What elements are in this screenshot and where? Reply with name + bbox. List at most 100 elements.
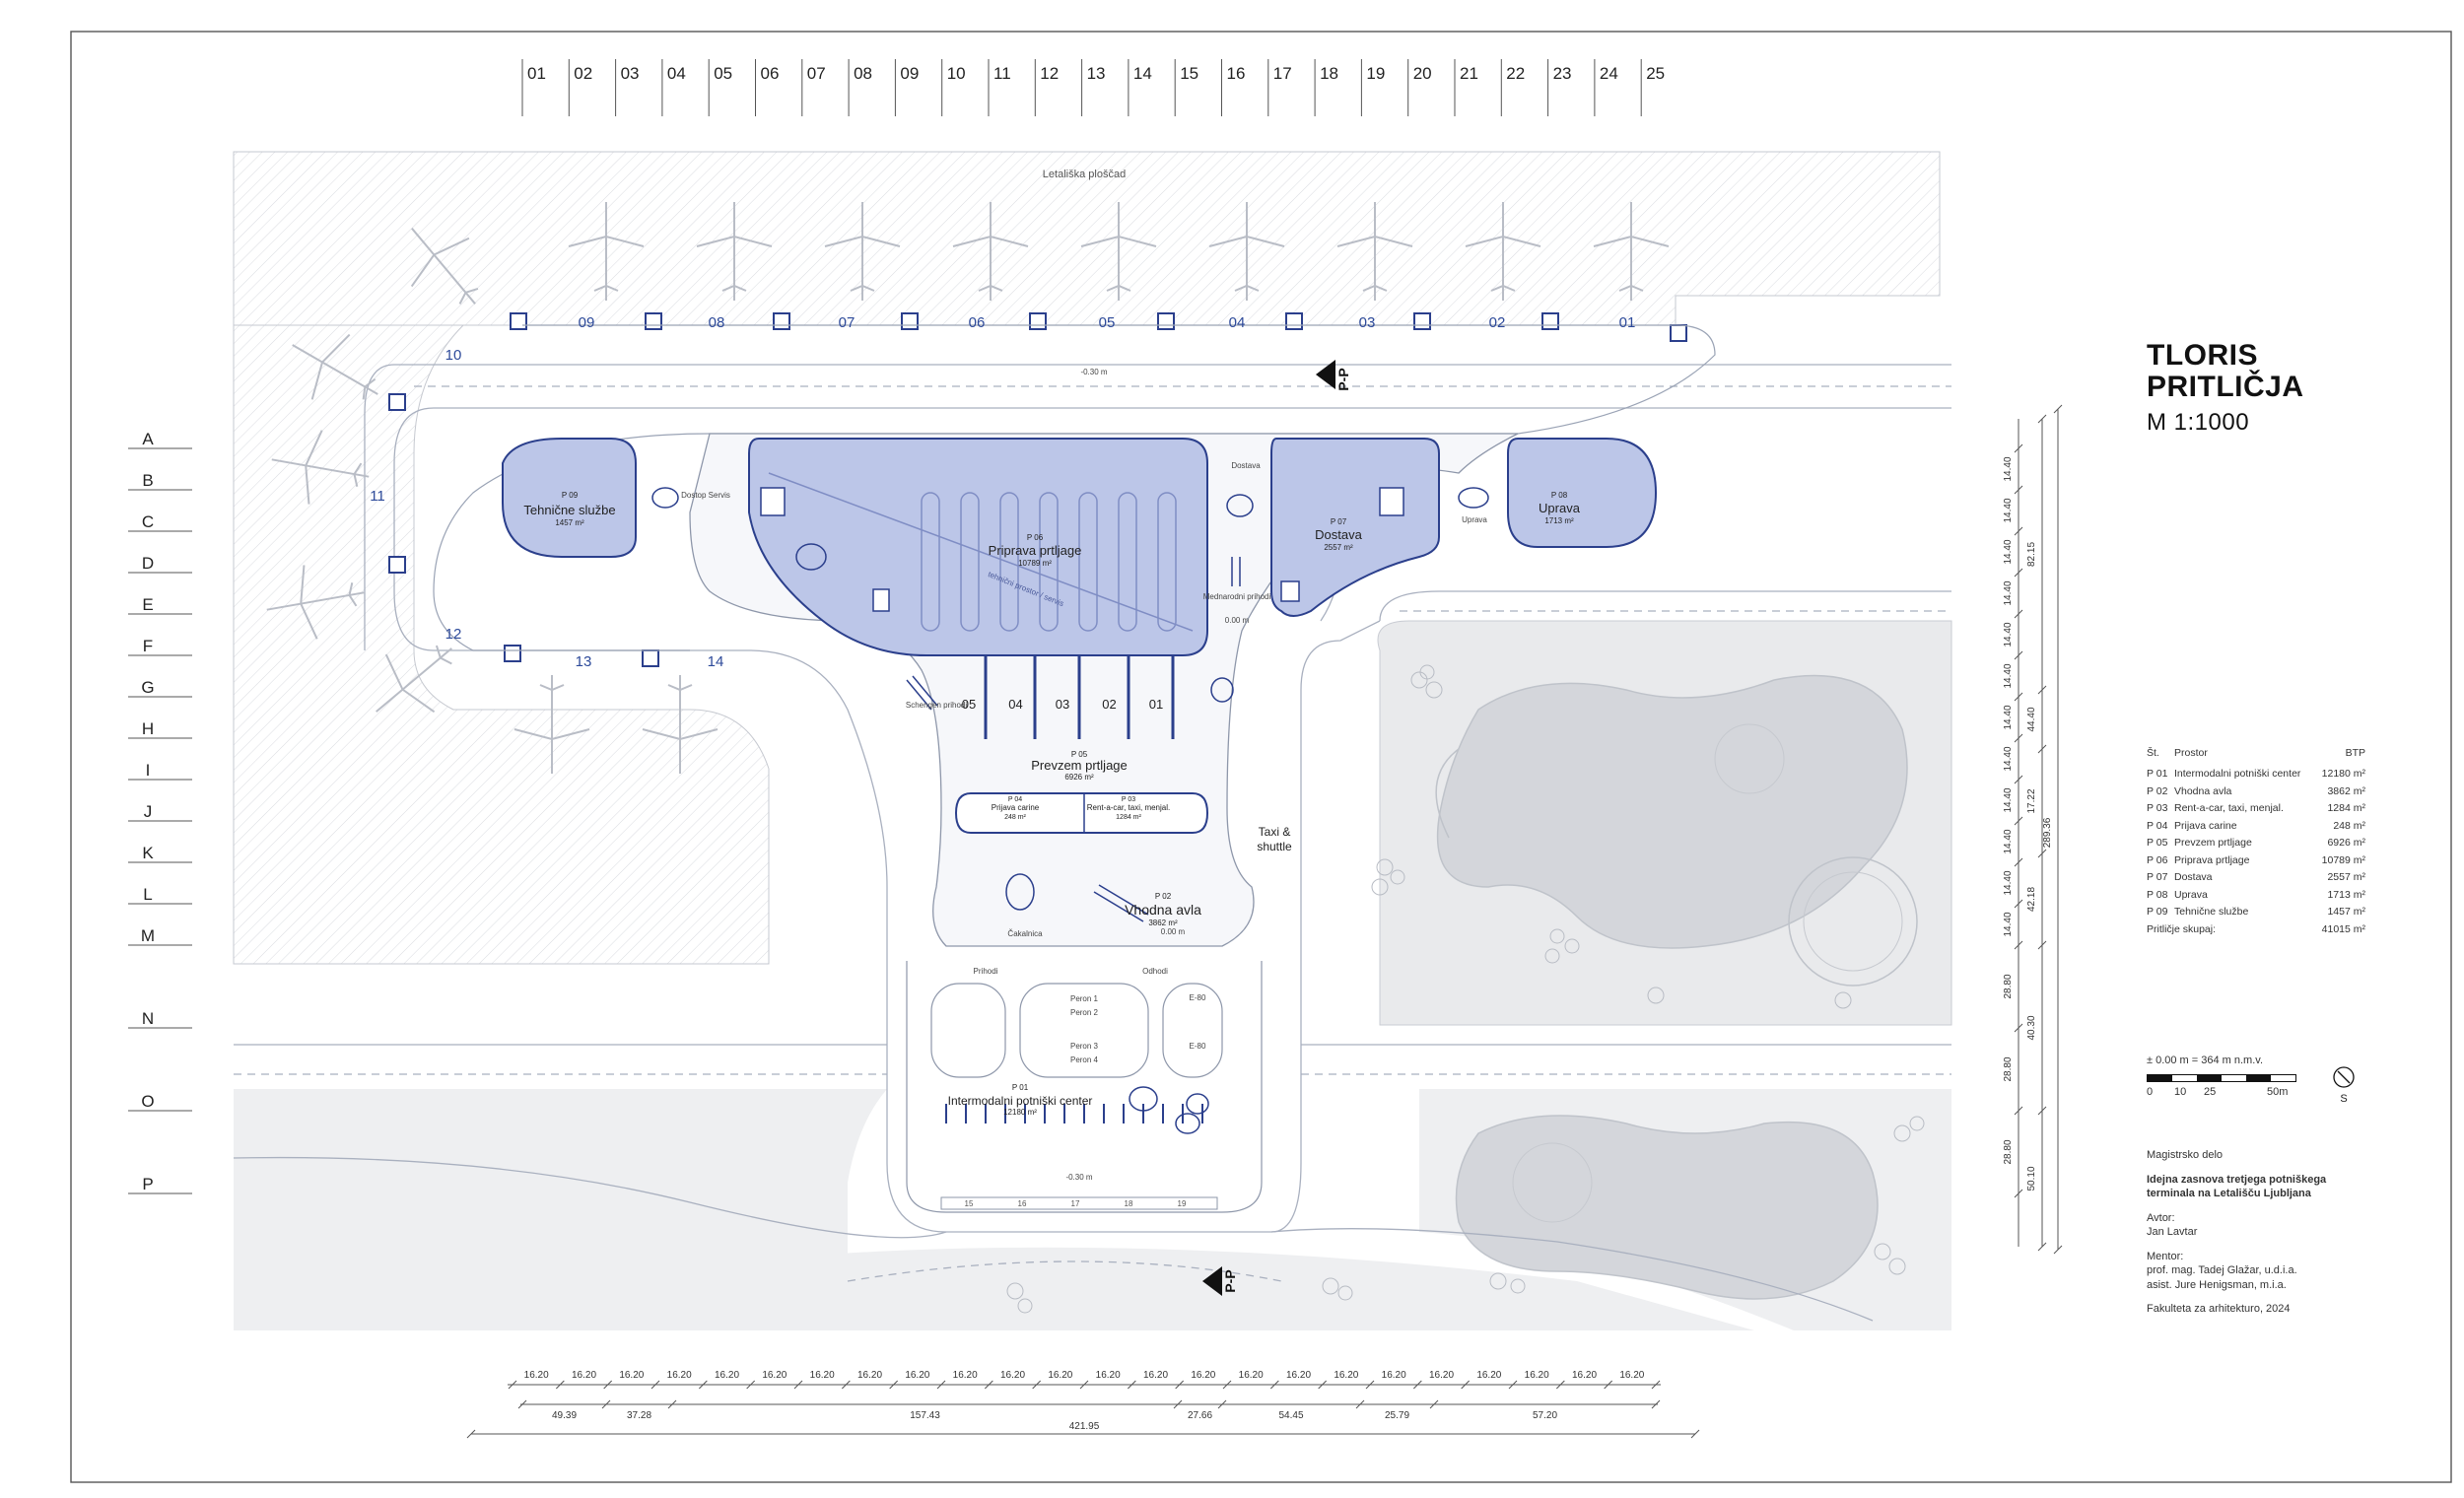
grid-row-label: F	[143, 637, 153, 655]
gate-label: 03	[1359, 314, 1376, 331]
dim-module: 14.40	[2003, 705, 2014, 729]
zone-p07-code: P 07	[1331, 517, 1347, 526]
dim-module: 16.20	[953, 1370, 978, 1381]
stair-core-icon-p07	[1379, 487, 1404, 516]
grid-column-label: 20	[1413, 64, 1432, 83]
grid-column-label: 14	[1133, 64, 1152, 83]
label-peron-2: Peron 2	[1070, 1008, 1099, 1017]
label-elev-3: 0.00 m	[1161, 927, 1186, 936]
claim-belt-label: 05	[962, 697, 976, 712]
dim-module: 28.80	[2003, 974, 2014, 998]
dim-module: 16.20	[1191, 1370, 1215, 1381]
grid-column-label: 23	[1553, 64, 1572, 83]
legend-total-value: 41015 m²	[2321, 922, 2365, 935]
grid-column-label: 01	[527, 64, 546, 83]
gate-label: 08	[709, 314, 725, 331]
dim-module: 16.20	[905, 1370, 929, 1381]
zone-p05-area: 6926 m²	[1064, 773, 1094, 782]
dim-group: 50.10	[2026, 1166, 2037, 1191]
grid-column-label: 13	[1087, 64, 1106, 83]
label-dostop-servis: Dostop Servis	[681, 491, 730, 500]
grid-row-label: K	[142, 844, 154, 862]
scale-tick: 50m	[2267, 1086, 2289, 1098]
legend-cell-room: Dostava	[2174, 871, 2213, 884]
dim-group: 82.15	[2026, 542, 2037, 567]
dim-module: 16.20	[1334, 1370, 1358, 1381]
dim-module: 16.20	[715, 1370, 739, 1381]
lift-icon	[872, 588, 890, 612]
legend-header-area: BTP	[2345, 746, 2365, 759]
grid-column-label: 07	[807, 64, 826, 83]
legend-cell-room: Intermodalni potniški center	[2174, 768, 2301, 781]
label-elev-4: -0.30 m	[1065, 1173, 1092, 1182]
dim-module: 16.20	[1048, 1370, 1072, 1381]
dim-module: 16.20	[1476, 1370, 1501, 1381]
thesis-info: Magistrsko delo Idejna zasnova tretjega …	[2147, 1148, 2383, 1317]
legend-cell-code: P 06	[2147, 853, 2168, 866]
scale-bar-graphic	[2147, 1074, 2296, 1082]
escalators	[906, 557, 1241, 922]
planters	[651, 487, 1489, 1134]
drawing-scale: M 1:1000	[2147, 409, 2250, 436]
bus-stop-label: 19	[1178, 1199, 1187, 1208]
grid-row-label: M	[141, 926, 155, 945]
grid-column-label: 22	[1506, 64, 1525, 83]
sorting-lanes	[768, 472, 1194, 632]
dim-group: 42.18	[2026, 887, 2037, 912]
grid-column-label: 25	[1646, 64, 1665, 83]
grid-row-label: I	[146, 761, 151, 780]
gate-label: 02	[1489, 314, 1506, 331]
grid-column-label: 11	[993, 64, 1011, 83]
thesis-title-2: terminala na Letališču Ljubljana	[2147, 1188, 2311, 1199]
dim-module: 28.80	[2003, 1139, 2014, 1164]
sheet-frame	[70, 31, 2452, 1483]
apron-left	[233, 324, 770, 965]
legend-cell-room: Uprava	[2174, 888, 2208, 901]
legend-cell-code: P 08	[2147, 888, 2168, 901]
zone-p04-area: 248 m²	[1004, 814, 1026, 821]
legend-header-room: Prostor	[2174, 746, 2208, 759]
grid-column-label: 19	[1366, 64, 1385, 83]
dim-group: 27.66	[1188, 1410, 1212, 1421]
legend-cell-code: P 03	[2147, 802, 2168, 815]
gate-label: 09	[579, 314, 595, 331]
road-network	[233, 364, 1951, 1322]
zone-p08-area: 1713 m²	[1544, 516, 1574, 525]
grid-column-label: 21	[1460, 64, 1478, 83]
zone-p02-code: P 02	[1155, 892, 1172, 901]
entry-marker-south: P-P	[1202, 1266, 1238, 1296]
dim-group: 40.30	[2026, 1015, 2037, 1040]
claim-belt-label: 04	[1008, 697, 1022, 712]
dim-module: 14.40	[2003, 912, 2014, 936]
zone-p09	[502, 438, 637, 558]
zone-p08-code: P 08	[1551, 491, 1568, 500]
claim-belt-label: 01	[1149, 697, 1163, 712]
legend-cell-code: P 09	[2147, 906, 2168, 919]
mentor-2: asist. Jure Henigsman, m.i.a.	[2147, 1278, 2287, 1291]
zone-p08	[1507, 438, 1658, 548]
scale-tick: 0	[2147, 1086, 2154, 1098]
gate-label: 06	[969, 314, 986, 331]
dim-module: 16.20	[1382, 1370, 1406, 1381]
legend-cell-area: 12180 m²	[2321, 768, 2365, 781]
label-ev-2: E-80	[1190, 1042, 1206, 1051]
zone-p06-code: P 06	[1027, 533, 1044, 542]
dim-module: 16.20	[1239, 1370, 1264, 1381]
dim-group: 37.28	[627, 1410, 651, 1421]
label-mednarodni: Mednarodni prihodi	[1203, 592, 1271, 601]
grid-column-label: 09	[900, 64, 919, 83]
bus-stop-label: 18	[1125, 1199, 1133, 1208]
park-arc	[1435, 748, 1460, 839]
label-peron-1: Peron 1	[1070, 994, 1099, 1003]
dim-total: 421.95	[1069, 1421, 1100, 1432]
dimension-right: 14.4014.4014.4014.4014.4014.4014.4014.40…	[2003, 404, 2063, 1255]
gate-label: 14	[708, 653, 724, 670]
legend-cell-area: 1284 m²	[2327, 802, 2365, 815]
